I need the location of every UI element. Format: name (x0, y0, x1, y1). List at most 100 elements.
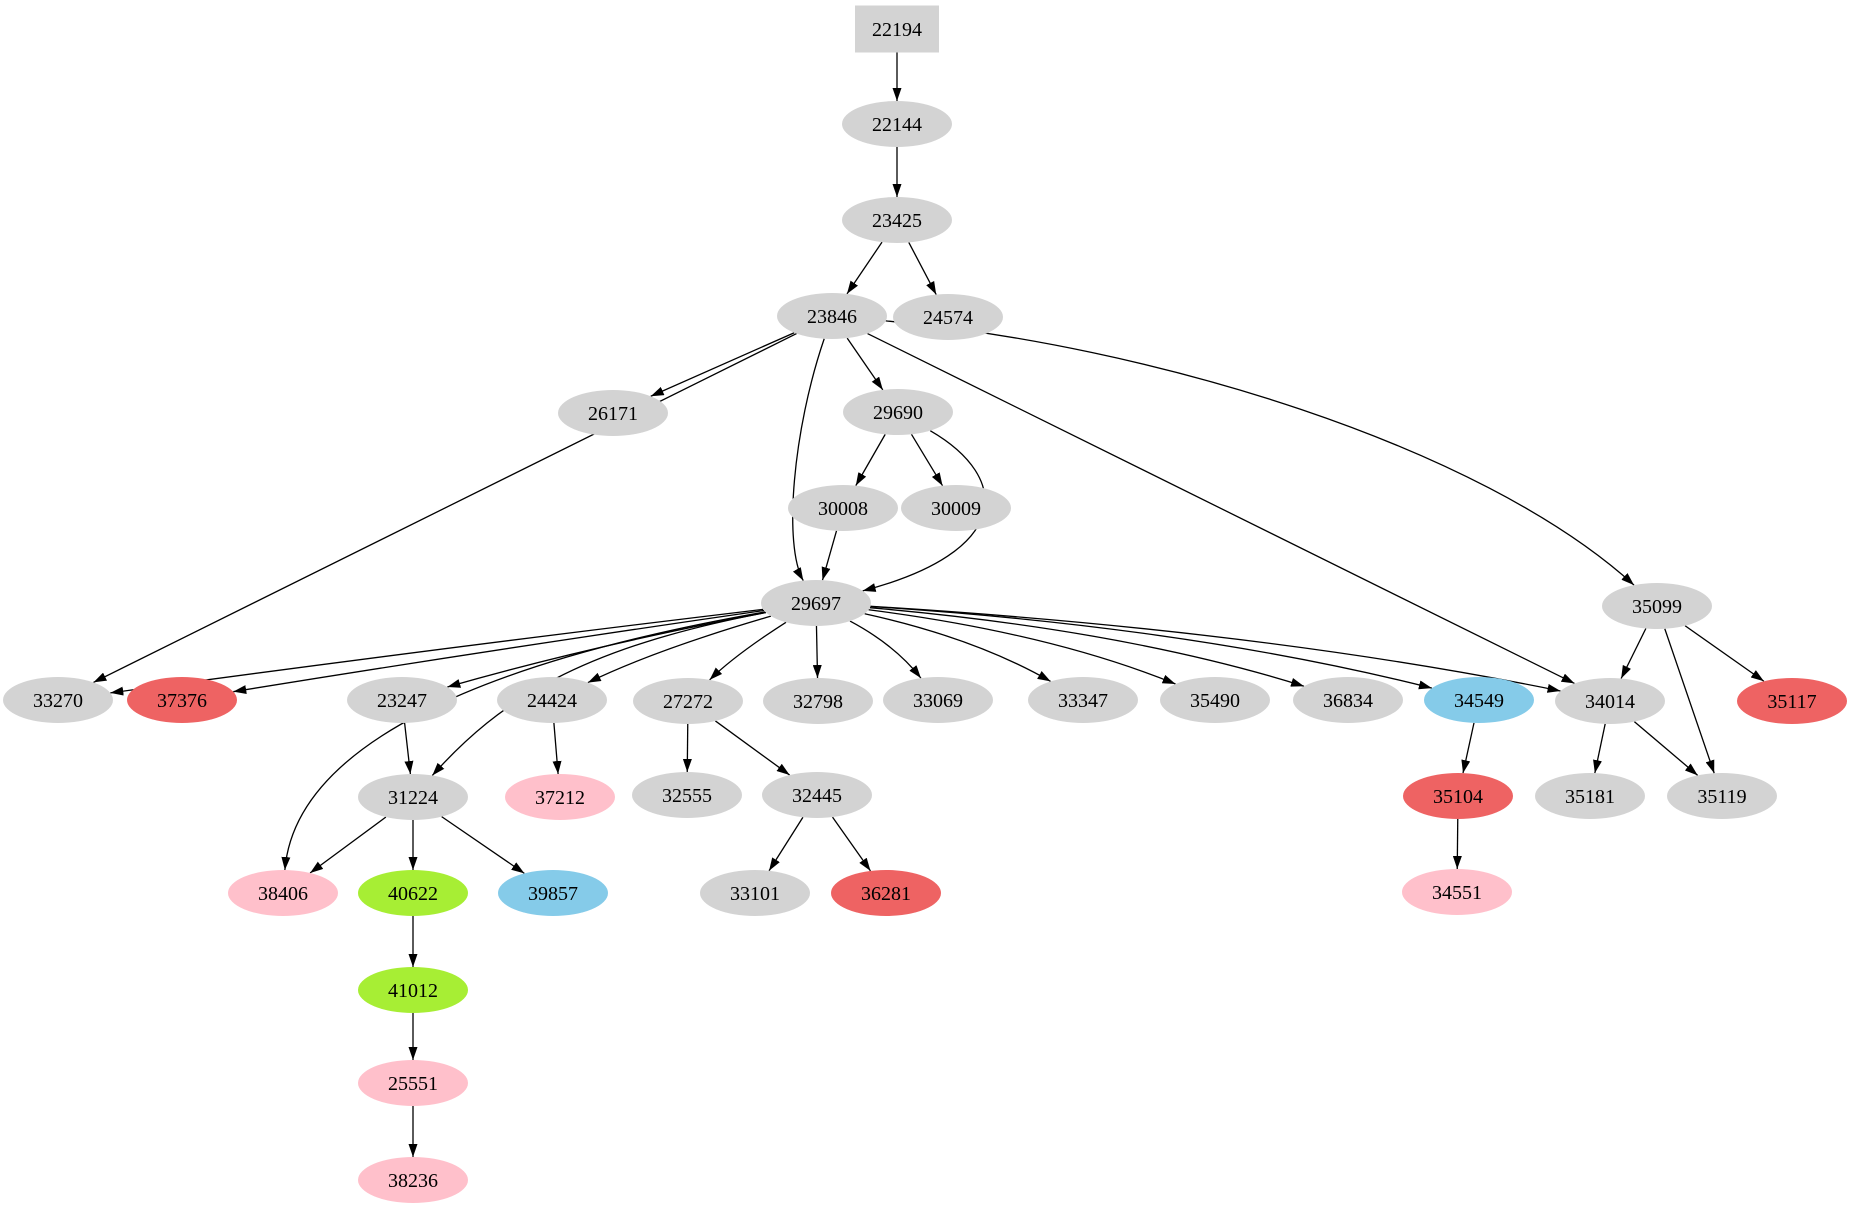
node-39857: 39857 (498, 870, 608, 916)
edge-32445-33101 (768, 816, 804, 872)
edge-29697-33347 (864, 613, 1051, 682)
node-ellipse-25551 (358, 1060, 468, 1106)
node-33069: 33069 (883, 677, 993, 723)
edge-34014-35181 (1593, 723, 1606, 774)
node-23247: 23247 (347, 677, 457, 723)
edge-35099-35119 (1664, 628, 1715, 774)
node-40622: 40622 (358, 870, 468, 916)
edge-27272-32445 (714, 720, 791, 776)
node-ellipse-36834 (1293, 677, 1403, 723)
node-ellipse-34014 (1555, 678, 1665, 724)
edge-29690-30009 (910, 433, 944, 487)
node-ellipse-29690 (843, 389, 953, 435)
node-ellipse-33101 (700, 870, 810, 916)
edge-29697-23247 (447, 611, 767, 688)
edge-29697-34549 (870, 605, 1433, 690)
node-35119: 35119 (1667, 773, 1777, 819)
node-ellipse-22144 (842, 101, 952, 147)
edge-27272-32555 (682, 723, 692, 773)
edge-29697-36834 (869, 607, 1305, 687)
node-label-35099: 35099 (1632, 596, 1682, 618)
node-ellipse-24424 (497, 677, 607, 723)
node-27272: 27272 (633, 678, 743, 724)
node-label-35490: 35490 (1190, 690, 1240, 712)
node-34014: 34014 (1555, 678, 1665, 724)
node-33347: 33347 (1028, 677, 1138, 723)
edge-23846-26171 (650, 332, 795, 397)
edge-35099-34014 (1620, 628, 1647, 679)
node-ellipse-29697 (761, 580, 871, 626)
node-ellipse-34549 (1424, 677, 1534, 723)
node-label-31224: 31224 (388, 787, 438, 809)
node-label-41012: 41012 (388, 980, 438, 1002)
node-33101: 33101 (700, 870, 810, 916)
node-label-24574: 24574 (923, 307, 973, 329)
node-label-30009: 30009 (931, 498, 981, 520)
node-label-32555: 32555 (662, 785, 712, 807)
edge-34549-35104 (1461, 722, 1475, 774)
node-26171: 26171 (558, 390, 668, 436)
node-label-34014: 34014 (1585, 691, 1635, 713)
node-ellipse-37212 (505, 774, 615, 820)
node-label-29690: 29690 (873, 402, 923, 424)
node-ellipse-40622 (358, 870, 468, 916)
node-label-36281: 36281 (861, 883, 911, 905)
node-label-34551: 34551 (1432, 882, 1482, 904)
node-label-25551: 25551 (388, 1073, 438, 1095)
node-ellipse-24574 (893, 294, 1003, 340)
edge-29697-32798 (812, 625, 822, 679)
node-ellipse-30009 (901, 485, 1011, 531)
node-label-33101: 33101 (730, 883, 780, 905)
edge-34014-35119 (1633, 721, 1699, 776)
node-ellipse-33347 (1028, 677, 1138, 723)
node-ellipse-35181 (1535, 773, 1645, 819)
node-label-33069: 33069 (913, 690, 963, 712)
node-label-36834: 36834 (1323, 690, 1373, 712)
node-label-40622: 40622 (388, 883, 438, 905)
node-ellipse-37376 (127, 677, 237, 723)
node-24424: 24424 (497, 677, 607, 723)
node-32555: 32555 (632, 772, 742, 818)
node-label-24424: 24424 (527, 690, 577, 712)
node-23425: 23425 (842, 197, 952, 243)
node-label-27272: 27272 (663, 691, 713, 713)
node-31224: 31224 (358, 774, 468, 820)
node-ellipse-30008 (788, 485, 898, 531)
node-30009: 30009 (901, 485, 1011, 531)
node-34549: 34549 (1424, 677, 1534, 723)
node-label-23425: 23425 (872, 210, 922, 232)
node-label-33270: 33270 (33, 690, 83, 712)
node-ellipse-39857 (498, 870, 608, 916)
node-label-26171: 26171 (588, 403, 638, 425)
node-ellipse-38236 (358, 1157, 468, 1203)
node-ellipse-36281 (831, 870, 941, 916)
node-37376: 37376 (127, 677, 237, 723)
node-label-23846: 23846 (807, 306, 857, 328)
node-ellipse-32555 (632, 772, 742, 818)
edge-23425-24574 (908, 242, 937, 295)
node-ellipse-32445 (762, 772, 872, 818)
node-38236: 38236 (358, 1157, 468, 1203)
node-ellipse-33069 (883, 677, 993, 723)
node-label-23247: 23247 (377, 690, 427, 712)
node-35099: 35099 (1602, 583, 1712, 629)
node-36834: 36834 (1293, 677, 1403, 723)
node-32445: 32445 (762, 772, 872, 818)
edge-29697-38406 (281, 611, 766, 871)
edge-29697-37376 (233, 609, 765, 695)
node-label-37376: 37376 (157, 690, 207, 712)
node-24574: 24574 (893, 294, 1003, 340)
node-ellipse-31224 (358, 774, 468, 820)
node-ellipse-35119 (1667, 773, 1777, 819)
edge-23846-35099 (885, 320, 1635, 586)
edge-23247-31224 (403, 722, 414, 775)
edge-29697-33069 (849, 620, 922, 679)
node-38406: 38406 (228, 870, 338, 916)
edge-29697-24424 (587, 615, 772, 684)
node-41012: 41012 (358, 967, 468, 1013)
node-ellipse-41012 (358, 967, 468, 1013)
node-ellipse-23846 (777, 293, 887, 339)
